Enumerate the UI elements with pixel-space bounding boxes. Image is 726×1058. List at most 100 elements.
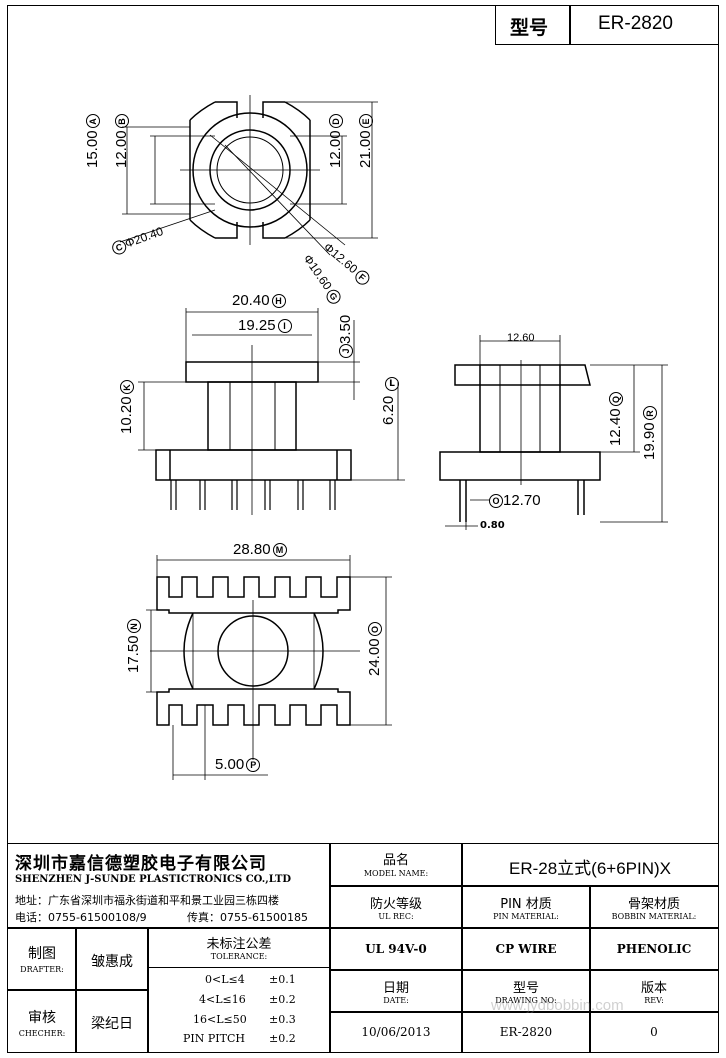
bottom-view xyxy=(146,555,392,780)
date-value: 10/06/2013 xyxy=(361,1025,431,1039)
pin-material-label-cell xyxy=(461,885,591,929)
technical-drawing xyxy=(119,95,668,780)
front-view xyxy=(138,308,405,515)
tolerance-cn: 未标注公差 xyxy=(206,937,272,952)
tag-r-icon: R xyxy=(643,406,658,421)
drafter-name: 皱惠成 xyxy=(91,954,133,970)
tolerance-cell xyxy=(147,927,331,1053)
company-address: 地址：广东省深圳市福永街道和平和景工业园三栋四楼 xyxy=(15,894,279,907)
drafter-cn: 制图 xyxy=(28,946,56,962)
pin-value-cell xyxy=(461,927,591,971)
tag-a-icon: A xyxy=(86,114,101,129)
rev-value-cell xyxy=(589,1011,719,1053)
company-name-en: SHENZHEN J-SUNDE PLASTICTRONICS CO.,LTD xyxy=(15,874,292,885)
tolerance-range-3: PIN PITCH xyxy=(183,1032,245,1045)
dim-k: 10.20K xyxy=(118,380,135,434)
header-model-value: ER-2820 xyxy=(598,13,673,34)
dim-l-value: 6.20 xyxy=(380,395,397,425)
dim-o2-value: 24.00 xyxy=(366,638,383,676)
rev-en: REV: xyxy=(644,996,664,1005)
bobbin-value: PHENOLIC xyxy=(616,942,692,956)
dim-q-value: 12.40 xyxy=(607,408,624,446)
title-block: 深圳市嘉信德塑胶电子有限公司 SHENZHEN J-SUNDE PLASTICT… xyxy=(7,843,719,1053)
date-en: DATE: xyxy=(383,996,409,1005)
bobbin-value-cell xyxy=(589,927,719,971)
tag-l-badge: L xyxy=(385,376,399,391)
drafter-label-cell xyxy=(7,927,77,991)
ul-value-cell xyxy=(329,927,463,971)
date-cn: 日期 xyxy=(382,981,409,996)
drawing-no-cn: 型号 xyxy=(512,981,539,996)
pin-material-cn: PIN 材质 xyxy=(500,897,552,912)
dim-l: 6.20 xyxy=(380,396,397,425)
tolerance-value-2: ±0.3 xyxy=(269,1013,296,1026)
date-label-cell xyxy=(329,969,463,1013)
dim-m-value: 28.80 xyxy=(233,541,271,558)
dim-p-value: 5.00 xyxy=(215,756,245,773)
dim-q: 12.40Q xyxy=(607,392,624,446)
pin-material-en: PIN MATERIAL: xyxy=(493,912,559,921)
dim-r: 19.90R xyxy=(641,406,658,460)
dim-r-value: 19.90 xyxy=(641,422,658,460)
dim-side-top: 12.60 xyxy=(507,332,535,344)
drawing-no-en: DRAWING NO: xyxy=(495,996,557,1005)
dim-a-value: 15.00 xyxy=(84,130,101,168)
model-name-value: ER-28立式(6+6PIN)X xyxy=(508,859,672,878)
header-model-value-cell xyxy=(569,5,719,45)
tolerance-range-1: 4<L≤16 xyxy=(199,993,246,1006)
checker-cn: 审核 xyxy=(28,1010,56,1026)
dim-k-value: 10.20 xyxy=(118,396,135,434)
tag-l-icon: L xyxy=(383,373,399,392)
tolerance-value-1: ±0.2 xyxy=(269,993,296,1006)
tag-j-icon: J xyxy=(339,344,354,358)
drafter-en: DRAFTER: xyxy=(20,965,64,974)
bobbin-material-label-cell xyxy=(589,885,719,929)
company-fax: 传真：0755-61500185 xyxy=(187,911,308,924)
dim-pin: 0.80 xyxy=(480,520,505,531)
company-name-cn: 深圳市嘉信德塑胶电子有限公司 xyxy=(15,854,267,874)
header-model-label-cell xyxy=(495,5,571,45)
dim-n-value: 17.50 xyxy=(125,635,142,673)
tag-o-icon: O xyxy=(489,494,503,509)
drawing-no-value: ER-2820 xyxy=(499,1025,553,1039)
date-value-cell xyxy=(329,1011,463,1053)
dim-n: 17.50N xyxy=(125,619,142,673)
rev-value: 0 xyxy=(650,1025,658,1039)
tag-b-icon: B xyxy=(115,114,130,129)
dim-j: J3.50 xyxy=(337,315,354,360)
rev-label-cell xyxy=(589,969,719,1013)
side-view xyxy=(439,335,668,530)
drawing-no-label-cell xyxy=(461,969,591,1013)
dim-o-value: 12.70 xyxy=(503,492,541,509)
tag-i-icon: I xyxy=(277,319,292,334)
dim-j-value: 3.50 xyxy=(337,314,354,344)
checker-en: CHECHER: xyxy=(18,1029,66,1038)
watermark: www.jydbobbin.com xyxy=(491,997,624,1014)
company-phone: 电话：0755-61500108/9 xyxy=(15,911,147,924)
tag-m-icon: M xyxy=(272,543,287,558)
tolerance-range-0: 0<L≤4 xyxy=(205,973,245,986)
ul-rec-cn: 防火等级 xyxy=(369,897,422,912)
pin-value: CP WIRE xyxy=(495,942,557,956)
dim-o2: 24.00O xyxy=(366,622,383,676)
checker-name-cell xyxy=(75,989,149,1053)
checker-label-cell xyxy=(7,989,77,1053)
drawing-no-value-cell xyxy=(461,1011,591,1053)
dim-a: 15.00A xyxy=(84,114,101,168)
dim-h-value: 20.40 xyxy=(232,292,270,309)
tolerance-value-3: ±0.2 xyxy=(269,1032,296,1045)
tag-e-icon: E xyxy=(359,114,374,129)
tag-n-icon: N xyxy=(127,619,142,634)
dim-d-value: 12.00 xyxy=(327,130,344,168)
model-name-cn: 品名 xyxy=(382,853,409,868)
dim-e-value: 21.00 xyxy=(357,130,374,168)
bobbin-material-en: BOBBIN MATERIAL: xyxy=(611,912,697,921)
dim-i-value: 19.25 xyxy=(238,317,276,334)
tolerance-divider xyxy=(147,967,331,968)
checker-name: 梁纪日 xyxy=(91,1016,133,1032)
tag-o2-icon: O xyxy=(368,622,383,637)
